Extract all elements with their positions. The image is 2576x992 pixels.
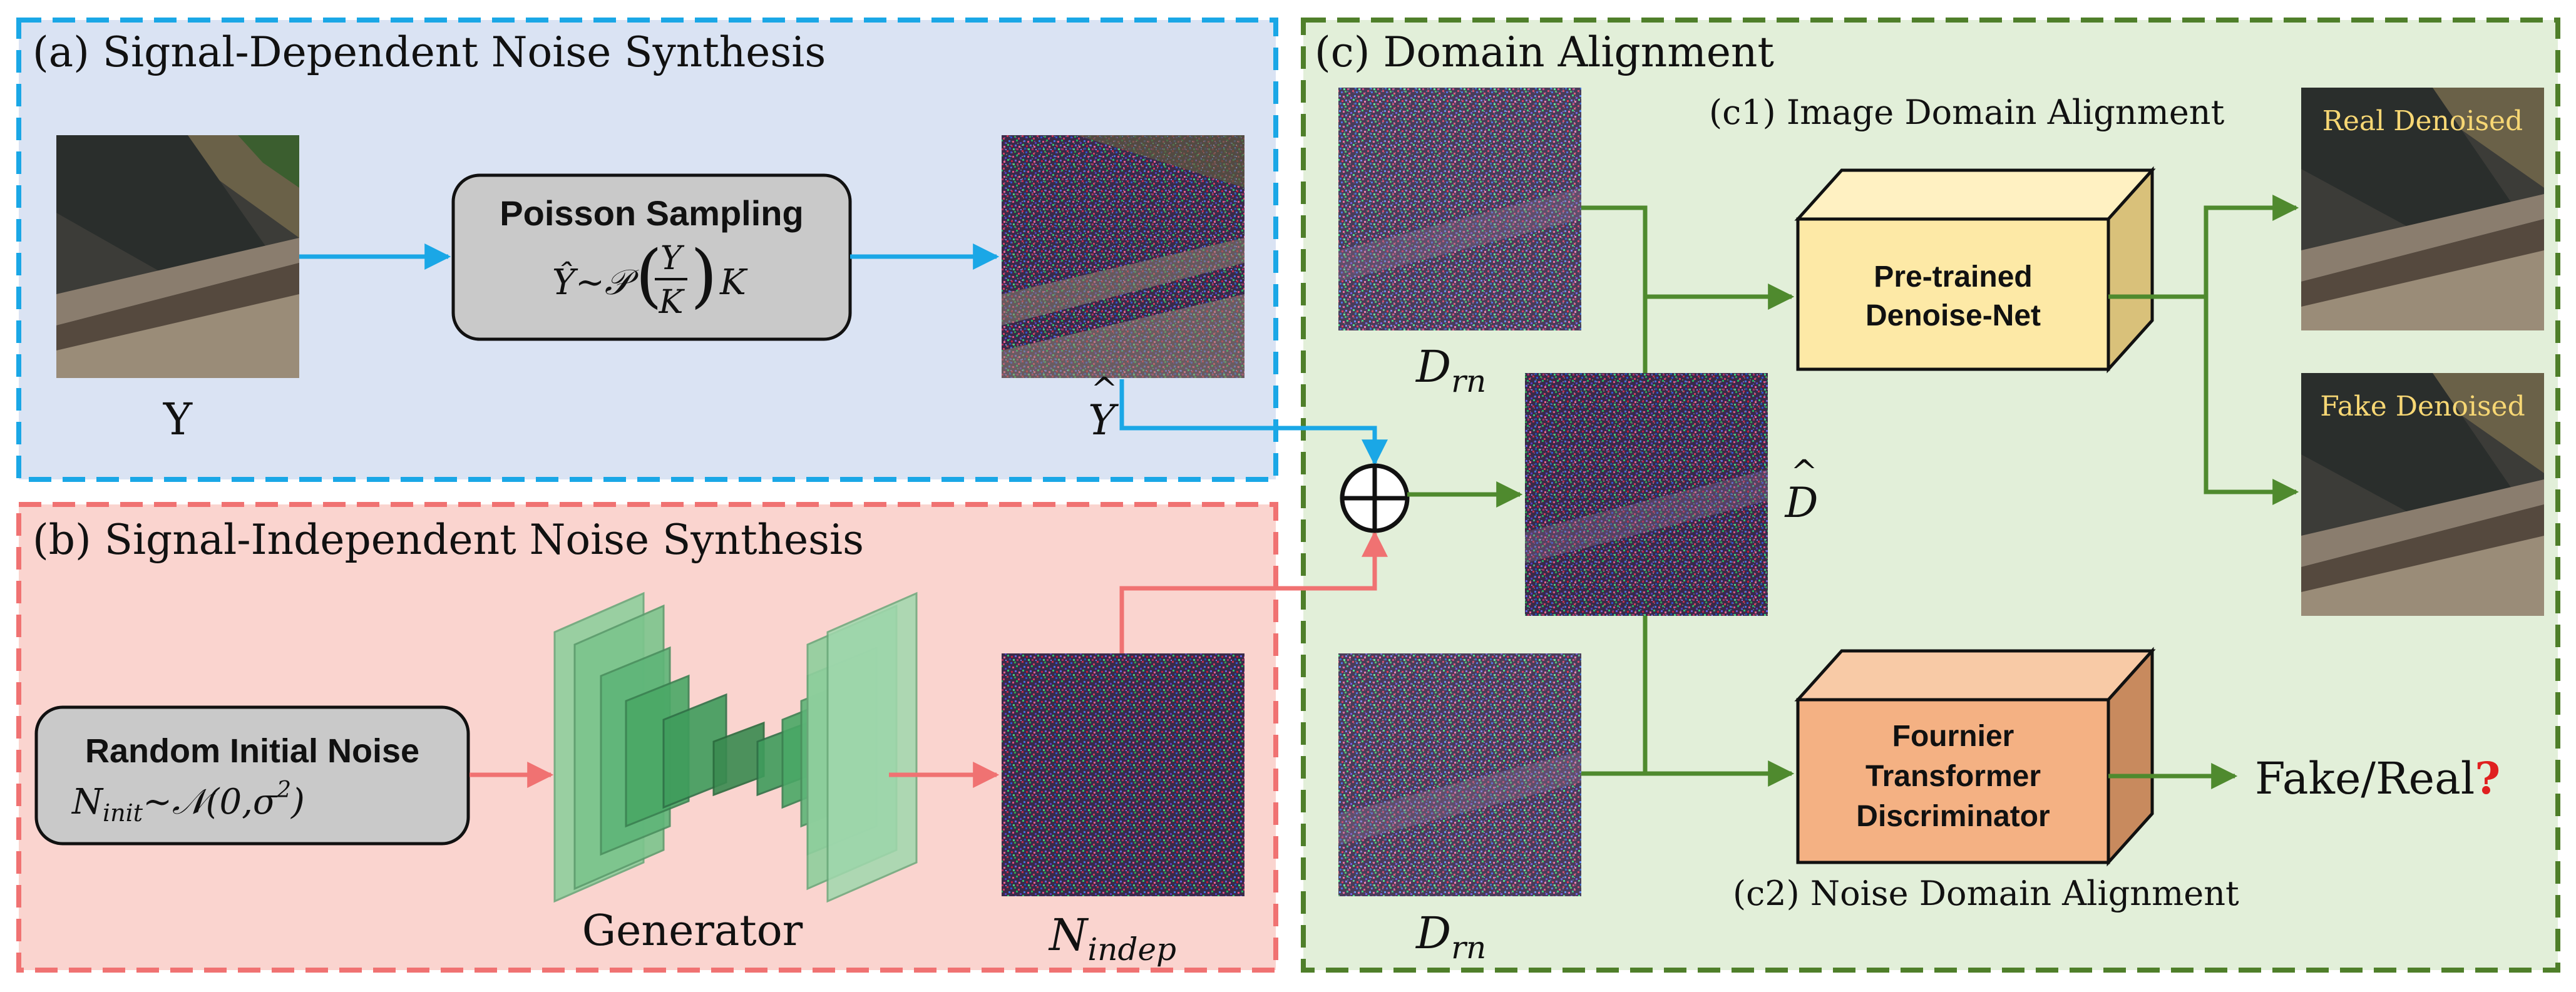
dhat-label-hat: ^ <box>1790 454 1818 491</box>
c1-title: (c1) Image Domain Alignment <box>1709 93 2225 132</box>
drn-bottom-label: Drn <box>1415 908 1486 966</box>
poisson-formula-paren-close: ) <box>690 235 717 315</box>
poisson-formula-lhs: Ŷ~𝒫 <box>552 261 639 303</box>
arrow-nindep-to-plus <box>1119 530 1388 653</box>
random-noise-box <box>34 705 470 846</box>
poisson-formula-rhs: K <box>719 262 748 303</box>
arrow-to-real-denoised <box>2204 195 2299 297</box>
connector-drn-top <box>1581 205 1648 297</box>
fake-denoised-label: Fake Denoised <box>2320 391 2525 422</box>
clean-image-label: Y <box>163 394 193 445</box>
generator-label: Generator <box>582 906 803 956</box>
discriminator-line2: Transformer <box>1865 760 2041 793</box>
panel-c-title: (c) Domain Alignment <box>1315 28 1774 76</box>
arrow-yhat-to-plus <box>1119 379 1388 466</box>
panel-a-title: (a) Signal-Dependent Noise Synthesis <box>33 28 826 76</box>
random-noise-formula: Ninit~𝒩(0,σ2) <box>71 777 305 827</box>
circled-plus-icon <box>1340 463 1410 533</box>
denoise-net-line2: Denoise-Net <box>1865 299 2041 332</box>
discriminator-line3: Discriminator <box>1856 800 2050 833</box>
denoise-net-line1: Pre-trained <box>1874 260 2032 294</box>
dhat-label-base: D <box>1785 479 1819 527</box>
poisson-formula-paren-open: ( <box>635 235 662 315</box>
fake-denoised-image <box>2301 373 2544 616</box>
real-denoised-label: Real Denoised <box>2322 105 2523 137</box>
yhat-label-base: Y <box>1088 396 1119 444</box>
noisy-image-yhat <box>1002 135 1244 378</box>
clean-image-y <box>56 135 299 378</box>
yhat-label-hat: ^ <box>1090 371 1118 409</box>
arrow-to-fake-denoised <box>2204 297 2299 505</box>
noise-image-drn-bottom <box>1338 653 1581 896</box>
noise-image-drn-top <box>1338 88 1581 330</box>
discriminator-line1: Fournier <box>1892 720 2014 753</box>
panel-b-title: (b) Signal-Independent Noise Synthesis <box>33 516 864 564</box>
generator-icon <box>553 591 918 903</box>
nindep-label: Nindep <box>1048 909 1176 968</box>
poisson-formula-den: K <box>659 284 685 321</box>
poisson-sampling-title: Poisson Sampling <box>500 193 803 233</box>
denoise-net-box <box>1794 166 2156 374</box>
discriminator-box <box>1794 647 2156 867</box>
poisson-formula-num: Y <box>660 240 685 277</box>
c2-title: (c2) Noise Domain Alignment <box>1733 874 2239 913</box>
random-noise-title: Random Initial Noise <box>85 732 419 770</box>
noise-image-nindep <box>1002 653 1244 896</box>
fake-real-label: Fake/Real? <box>2255 752 2500 804</box>
noise-image-dhat <box>1525 373 1768 616</box>
real-denoised-image <box>2301 88 2544 330</box>
drn-top-label: Drn <box>1415 341 1486 399</box>
